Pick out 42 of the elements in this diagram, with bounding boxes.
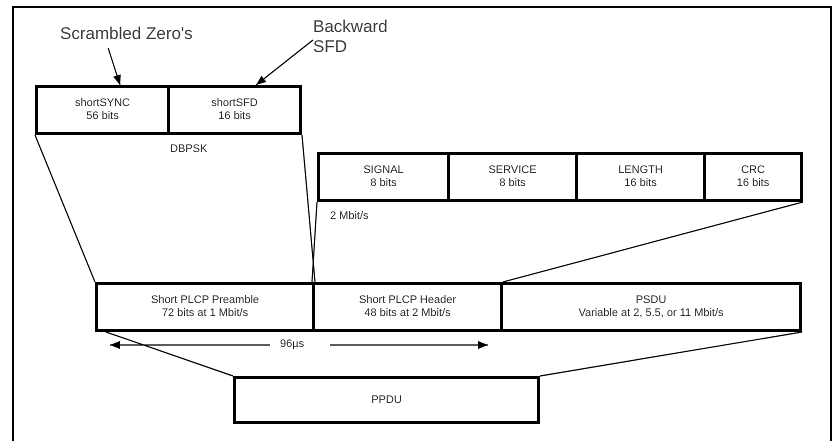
callout-text: Scrambled Zero's	[60, 20, 232, 48]
field-size: 16 bits	[218, 110, 251, 123]
field-name: SIGNAL	[363, 164, 404, 177]
field-name: PPDU	[371, 394, 402, 406]
field-size: 16 bits	[624, 177, 657, 190]
field-name: Short PLCP Header	[358, 294, 456, 307]
field-box	[312, 282, 503, 332]
field-size: 48 bits at 2 Mbit/s	[364, 307, 451, 320]
expansion-line	[34, 134, 96, 282]
field-box	[447, 152, 578, 202]
rate-label: 2 Mbit/s	[330, 210, 369, 222]
field-size: Variable at 2, 5.5, or 11 Mbit/s	[578, 307, 724, 320]
field-size: 8 bits	[499, 177, 526, 190]
field-name: CRC	[741, 164, 765, 177]
field-box	[500, 282, 802, 332]
field-name: PSDU	[636, 294, 666, 307]
field-box	[703, 152, 803, 202]
callout-text: Backward SFD	[313, 12, 403, 62]
dimension-label: 96µs	[280, 338, 304, 350]
field-name: SERVICE	[488, 164, 537, 177]
field-box	[167, 85, 302, 135]
field-box	[95, 282, 315, 332]
field-box	[233, 376, 540, 424]
field-box	[575, 152, 706, 202]
expansion-line	[301, 134, 316, 282]
field-name: shortSFD	[211, 97, 258, 110]
arrow	[256, 40, 314, 86]
expansion-line	[502, 201, 804, 283]
field-name: LENGTH	[618, 164, 663, 177]
arrow	[108, 48, 121, 86]
field-size: 8 bits	[370, 177, 397, 190]
field-size: 16 bits	[736, 177, 770, 190]
field-name: Short PLCP Preamble	[150, 294, 260, 307]
field-box	[317, 152, 450, 202]
field-size: 72 bits at 1 Mbit/s	[162, 307, 248, 320]
field-name: shortSYNC	[74, 97, 130, 110]
expansion-line	[106, 331, 234, 377]
field-size: 56 bits	[86, 110, 119, 123]
field-box	[35, 85, 170, 135]
expansion-line	[311, 202, 318, 282]
modulation-label: DBPSK	[170, 143, 208, 155]
expansion-line	[540, 331, 802, 377]
